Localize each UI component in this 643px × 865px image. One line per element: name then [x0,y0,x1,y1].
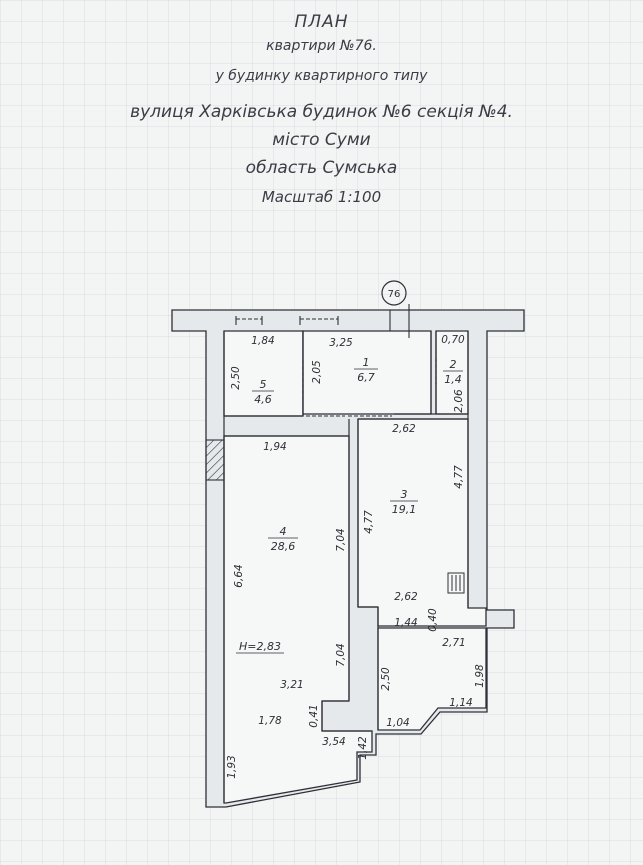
dim-room4-bottom: 3,21 [280,679,303,691]
dim-loggia-notch: 0,41 [308,704,320,727]
dim-loggia-bottom: 3,54 [322,736,345,748]
room-1-number: 1 [363,356,370,369]
dim-room3-right: 4,77 [453,465,465,489]
room-3-number: 3 [401,488,408,501]
scale-line: Масштаб 1:100 [261,188,382,206]
door-openings [236,318,437,417]
dim-room3-top: 2,62 [392,423,416,435]
dim-room3-notch-v: 0,40 [427,608,439,632]
dim-room1-top: 3,25 [329,337,353,349]
address-line: вулиця Харківська будинок №6 секція №4. [130,102,513,122]
room-1-area: 6,7 [357,371,375,384]
dim-balcony-slant: 1,14 [449,697,472,709]
dim-loggia-left: 1,93 [226,755,238,778]
room-4-number: 4 [280,525,287,538]
dim-room5-top: 1,84 [251,335,274,347]
room-4-area: 28,6 [271,540,296,553]
dim-room2-top: 0,70 [441,334,465,346]
radiator-icon [447,572,465,594]
apartment-line: квартири №76. [266,38,377,54]
dim-room3-lower: 2,62 [394,591,418,603]
city-line: місто Суми [272,130,371,150]
dim-balcony-top: 2,71 [442,637,465,649]
dim-room4-top: 1,94 [263,441,286,453]
room-5-number: 5 [260,378,267,391]
dim-balcony-bottom: 1,04 [386,717,409,729]
apartment-marker-number: 76 [388,289,401,300]
dim-balcony-left: 2,50 [380,667,392,691]
plan-title: ПЛАН [294,12,349,32]
windows [235,304,410,338]
dim-room3-left: 4,77 [363,510,375,534]
dim-room1-left: 2,05 [311,360,323,384]
region-line: область Сумська [245,158,398,178]
dim-room4-right-lower: 7,04 [335,643,347,666]
dim-room2-right: 2,06 [453,389,465,413]
walls [171,309,525,808]
room-2-area: 1,4 [444,373,462,386]
dim-room4-left: 6,64 [233,564,245,587]
ceiling-height-label: H=2,83 [239,640,281,653]
dim-room3-notch-h: 1,44 [394,617,417,629]
room-3-area: 19,1 [392,503,417,516]
dim-balcony-right: 1,98 [474,664,486,688]
building-type-line: у будинку квартирного типу [215,68,428,84]
room-2-number: 2 [450,358,457,371]
hatched-column [205,439,225,481]
dim-room5-side: 2,50 [230,366,242,390]
room-5-area: 4,6 [254,393,272,406]
dim-loggia-top: 1,78 [258,715,282,727]
apartment-marker-circle [381,280,407,306]
partitions [223,331,469,803]
dim-loggia-right: 1,42 [357,736,369,760]
dim-room4-right-upper: 7,04 [335,528,347,551]
